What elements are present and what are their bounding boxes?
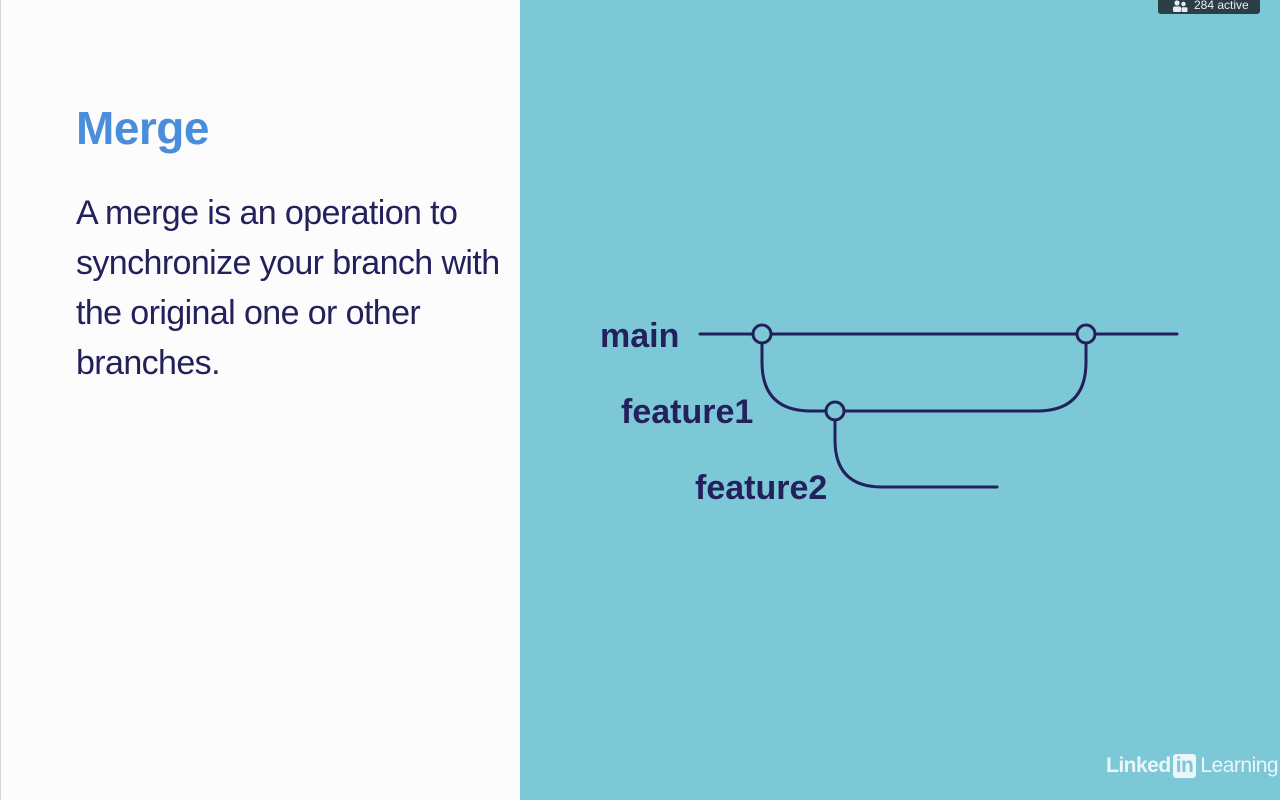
active-viewers-badge[interactable]: 284 active [1158,0,1260,14]
logo-in-box: in [1172,754,1197,778]
logo-learning-text: Learning [1200,754,1279,777]
diagram-panel [520,0,1280,800]
feature2-branch-line [833,418,999,489]
branch-label-main: main [600,317,679,355]
branch-label-feature2: feature2 [695,469,827,507]
linkedin-learning-logo: Linked in Learning [1106,754,1279,778]
feature1-branch-line [760,341,1088,413]
main-merge-commit-node [1075,323,1097,345]
slide-body-text: A merge is an operation to synchronize y… [76,194,500,382]
feature1-commit-node [824,400,846,422]
logo-linked-text: Linked [1106,754,1171,777]
slide-title: Merge [76,102,209,154]
active-viewers-count: 284 active [1194,0,1249,12]
main-commit-node [751,323,773,345]
people-icon [1173,0,1188,12]
slide-text-panel: Merge A merge is an operation to synchro… [0,0,520,800]
branch-label-feature1: feature1 [621,393,753,431]
